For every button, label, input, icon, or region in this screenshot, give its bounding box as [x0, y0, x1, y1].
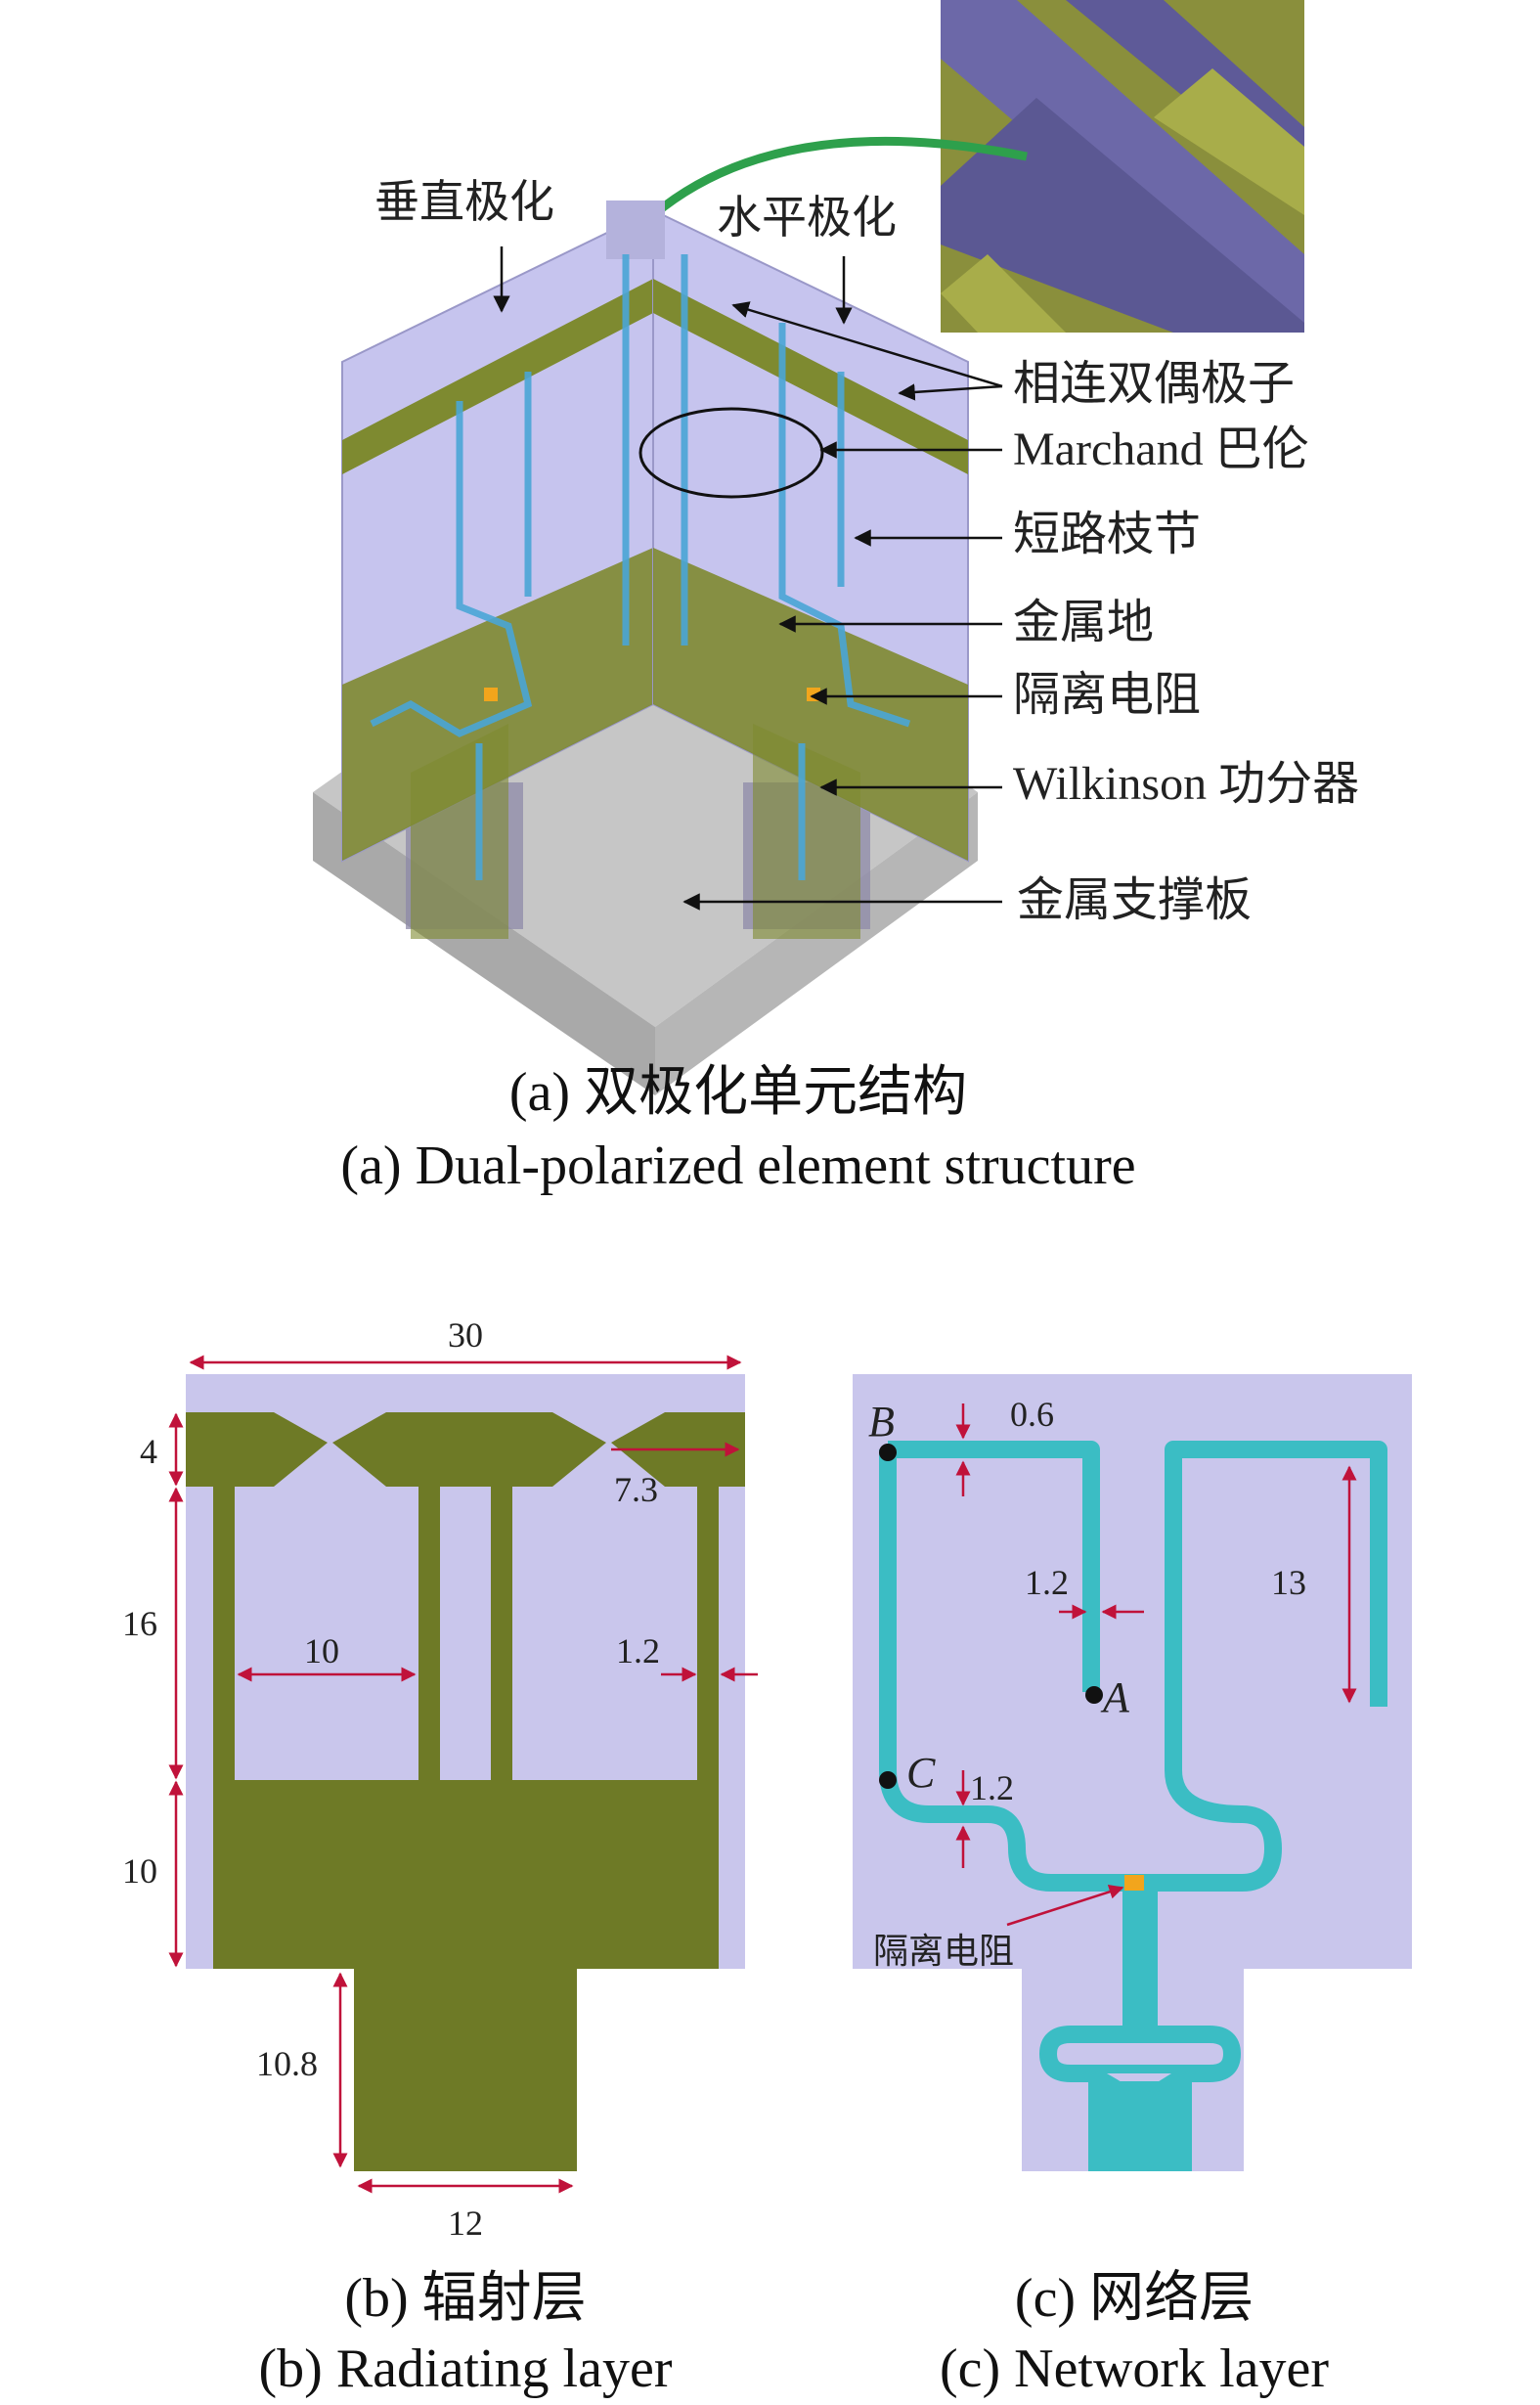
dim-feed-10-8: 10.8 — [256, 2044, 318, 2083]
label-vertical-polarization: 垂直极化 — [374, 177, 554, 227]
point-c: C — [906, 1749, 936, 1797]
caption-a-en: (a) Dual-polarized element structure — [340, 1136, 1135, 1196]
callout-metal-ground: 金属地 — [1013, 597, 1154, 648]
panel-a-structure — [313, 0, 1304, 1095]
callout-support-plate: 金属支撑板 — [1017, 874, 1252, 926]
dim-top-4: 4 — [140, 1432, 157, 1471]
label-horizontal-polarization: 水平极化 — [717, 193, 897, 243]
dim-c-13: 13 — [1271, 1563, 1306, 1602]
panel-b-radiating-layer — [186, 1374, 745, 2171]
dimensions-c — [955, 1403, 1357, 1927]
dim-c-1-2-a: 1.2 — [1025, 1563, 1069, 1602]
callout-wilkinson-divider: Wilkinson 功分器 — [1013, 758, 1359, 810]
callout-isolation-resistor: 隔离电阻 — [1013, 669, 1201, 721]
dim-c-1-2-b: 1.2 — [970, 1768, 1014, 1807]
callout-short-stub: 短路枝节 — [1013, 509, 1201, 560]
dim-ground-10: 10 — [122, 1851, 157, 1891]
dimensions-b — [168, 1355, 758, 2194]
dim-taper-7-3: 7.3 — [614, 1470, 658, 1509]
dim-width-30: 30 — [448, 1315, 483, 1355]
label-c-isolation-resistor: 隔离电阻 — [873, 1932, 1014, 1971]
point-b: B — [868, 1398, 895, 1446]
callout-connected-dipoles: 相连双偶极子 — [1013, 358, 1295, 410]
caption-a-cn: (a) 双极化单元结构 — [509, 1062, 967, 1123]
callout-marchand-balun: Marchand 巴伦 — [1013, 423, 1309, 475]
callout-leaders — [682, 301, 1003, 911]
caption-c-cn: (c) 网络层 — [1015, 2268, 1254, 2329]
dim-feed-width-12: 12 — [448, 2204, 483, 2243]
dim-c-0-6: 0.6 — [1010, 1395, 1054, 1434]
panel-c-network-layer — [853, 1374, 1412, 2171]
caption-c-en: (c) Network layer — [940, 2338, 1329, 2399]
dim-gap-10: 10 — [304, 1631, 339, 1670]
zoom-inset — [941, 0, 1304, 333]
zoom-connector — [650, 136, 1028, 219]
caption-b-cn: (b) 辐射层 — [344, 2268, 586, 2329]
dim-slot-16: 16 — [122, 1604, 157, 1643]
dim-strip-1-2: 1.2 — [616, 1631, 660, 1670]
caption-b-en: (b) Radiating layer — [259, 2338, 673, 2399]
point-a: A — [1100, 1673, 1130, 1721]
